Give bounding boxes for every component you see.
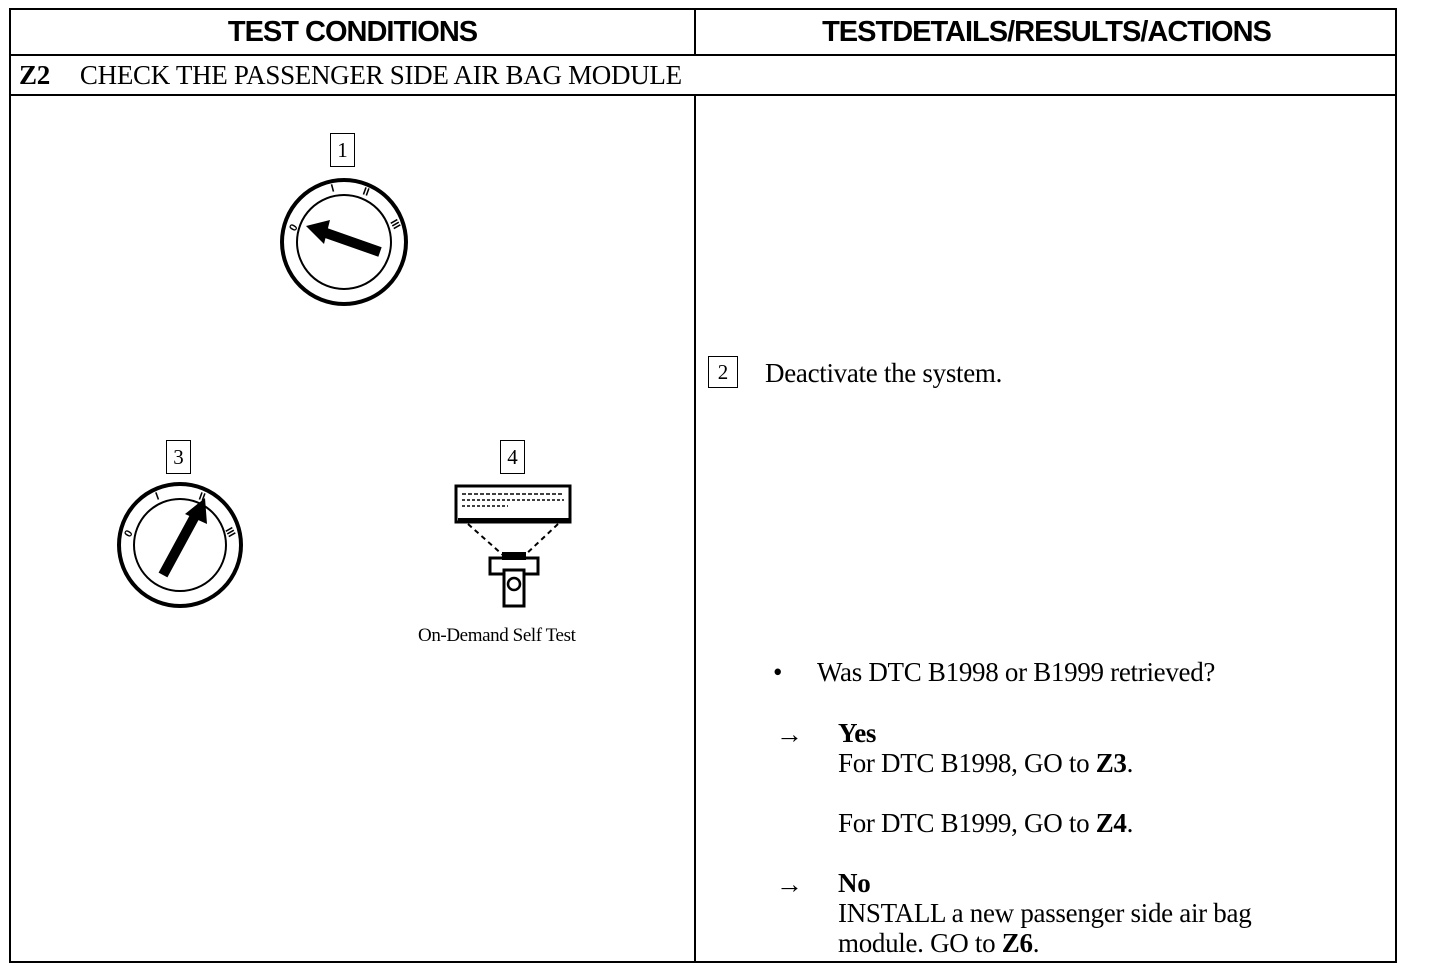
yes-line-1-target: Z3 (1095, 748, 1127, 778)
header-test-conditions: TEST CONDITIONS (227, 15, 478, 48)
no-label: No (838, 868, 871, 898)
no-line-2-target: Z6 (1001, 928, 1033, 958)
yes-label: Yes (838, 718, 877, 748)
question-text: Was DTC B1998 or B1999 retrieved? (817, 657, 1216, 687)
no-line-2-text: module. GO to (838, 928, 1002, 958)
yes-line-1-text: For DTC B1998, GO to (838, 748, 1096, 778)
question-bullet: • (773, 657, 783, 687)
step-id: Z2 (19, 59, 50, 90)
step-2-number: 2 (708, 356, 738, 388)
ignition-pos-0: 0 (122, 528, 135, 539)
yes-line-2-target: Z4 (1095, 808, 1127, 838)
yes-line-2: For DTC B1999, GO to Z4. (838, 808, 1133, 839)
ignition-switch-off-icon: 0 I II III (280, 178, 408, 306)
no-arrow-icon: → (776, 869, 803, 899)
figure-3-number: 3 (166, 440, 191, 474)
header-divider (694, 10, 696, 54)
step-2-text: Deactivate the system. (765, 358, 1003, 388)
yes-line-2-suffix: . (1126, 808, 1134, 838)
column-divider (694, 94, 696, 961)
no-line-2-suffix: . (1032, 928, 1040, 958)
ignition-pos-2: II (361, 186, 371, 199)
step-title: CHECK THE PASSENGER SIDE AIR BAG MODULE (79, 59, 682, 90)
yes-line-1-suffix: . (1126, 748, 1134, 778)
ignition-pos-2: II (197, 491, 207, 504)
ignition-switch-run-icon: 0 I II III (117, 482, 243, 608)
figure-1-number: 1 (330, 133, 355, 167)
header-rule (11, 54, 1395, 56)
no-line-2: module. GO to Z6. (838, 928, 1039, 959)
yes-arrow-icon: → (776, 719, 803, 749)
step-title-row: Z2 CHECK THE PASSENGER SIDE AIR BAG MODU… (19, 56, 682, 94)
ignition-pos-1: I (154, 490, 161, 502)
no-line-1: INSTALL a new passenger side air bag (838, 898, 1252, 928)
ignition-pos-0: 0 (287, 222, 300, 233)
yes-line-1: For DTC B1998, GO to Z3. (838, 748, 1133, 779)
ignition-pos-1: I (330, 183, 336, 195)
figure-4-caption: On-Demand Self Test (418, 625, 576, 646)
header-test-details: TESTDETAILS/RESULTS/ACTIONS (822, 15, 1272, 48)
yes-line-2-text: For DTC B1999, GO to (838, 808, 1096, 838)
step-title-rule (11, 94, 1395, 96)
diagnostic-table: TEST CONDITIONS TESTDETAILS/RESULTS/ACTI… (9, 8, 1397, 963)
figure-4-number: 4 (500, 440, 525, 474)
scan-tool-self-test-icon (454, 484, 572, 608)
